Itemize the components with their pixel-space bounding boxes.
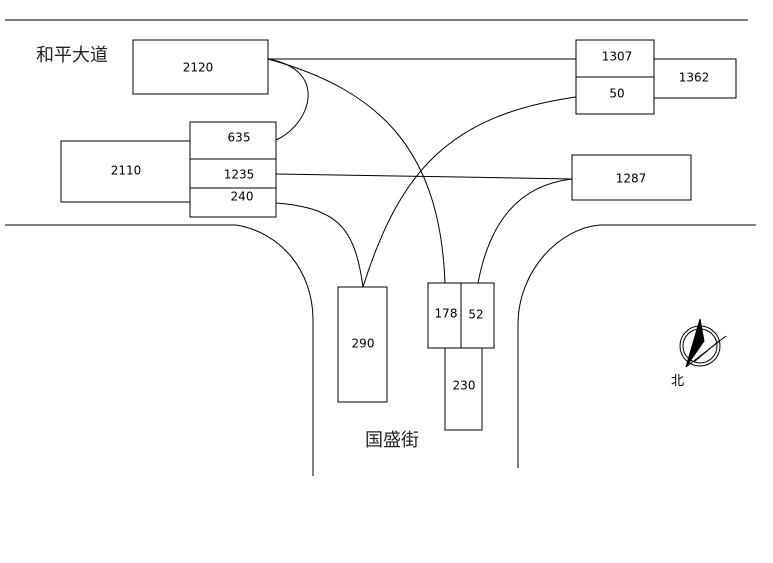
box-west-right — [189, 187, 277, 218]
value-south-right: 52 — [468, 308, 483, 322]
flow-line-south-left — [267, 58, 446, 284]
flow-line-west-through — [275, 173, 573, 180]
box-west-left — [189, 121, 277, 160]
value-west-exit: 2120 — [183, 61, 214, 75]
road-label-side: 国盛街 — [365, 430, 419, 451]
value-east-exit: 1287 — [616, 172, 647, 186]
flow-line-west-right — [275, 202, 364, 288]
value-south-exit: 290 — [352, 337, 375, 351]
box-south-exit — [337, 286, 388, 403]
box-south-right — [460, 282, 495, 349]
box-west-through — [189, 158, 277, 189]
value-west-left: 635 — [228, 131, 251, 145]
compass-north-label: 北 — [671, 374, 684, 389]
box-west-total — [60, 140, 191, 203]
value-south-left: 178 — [435, 307, 458, 321]
value-south-total: 230 — [453, 379, 476, 393]
value-east-total: 1362 — [679, 71, 710, 85]
box-east-left — [575, 76, 655, 115]
road-edge-southeast — [517, 224, 756, 468]
flow-line-east-left — [362, 96, 577, 288]
value-west-right: 240 — [231, 190, 254, 204]
value-west-through: 1235 — [224, 168, 255, 182]
box-west-exit — [132, 39, 269, 95]
box-east-exit — [571, 154, 692, 201]
road-label-main: 和平大道 — [36, 45, 108, 66]
flow-line-south-right — [477, 178, 573, 284]
box-east-total — [653, 58, 737, 99]
value-west-total: 2110 — [111, 164, 142, 178]
value-east-through: 1307 — [602, 50, 633, 64]
value-east-left: 50 — [609, 87, 624, 101]
compass-icon — [679, 318, 727, 368]
road-edge-southwest — [5, 224, 314, 476]
box-east-through — [575, 39, 655, 78]
